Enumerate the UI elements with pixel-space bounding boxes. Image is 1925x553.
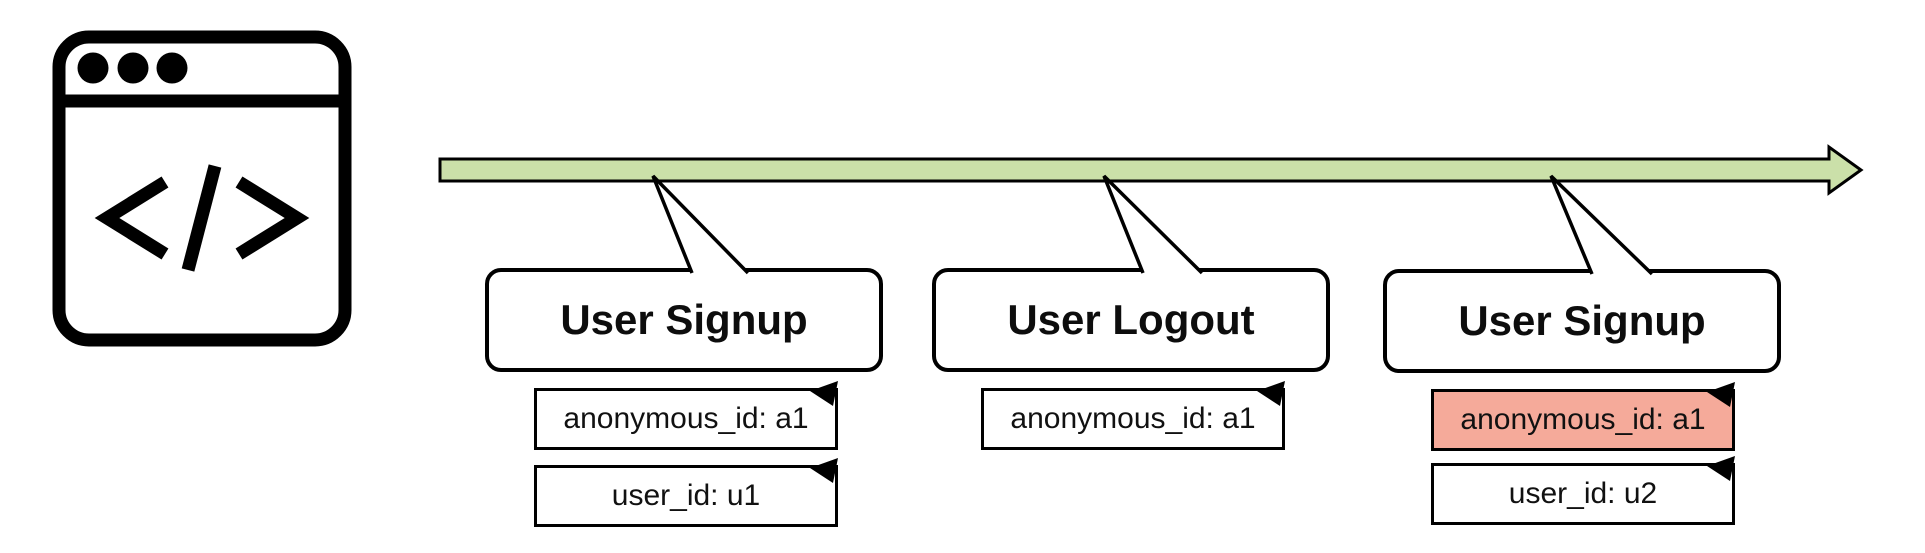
browser-window-icon: [52, 30, 352, 347]
callout-tail-2: [1102, 174, 1204, 275]
tag-anonymous-id-3-highlighted: anonymous_id: a1: [1431, 382, 1735, 451]
folded-corner-icon: [810, 381, 838, 406]
tag-anonymous-id-1: anonymous_id: a1: [534, 381, 838, 450]
tag-anonymous-id-2: anonymous_id: a1: [981, 381, 1285, 450]
event-title: User Logout: [1007, 296, 1255, 343]
callout-tail-1: [651, 174, 750, 275]
window-dots-icon: [77, 52, 188, 84]
event-callout-signup-1: User Signup: [485, 268, 883, 372]
event-callout-logout: User Logout: [932, 268, 1330, 372]
tag-user-id-1: user_id: u1: [534, 458, 838, 527]
event-title: User Signup: [1458, 297, 1706, 344]
event-callout-signup-2: User Signup: [1383, 269, 1781, 373]
folded-corner-icon: [810, 458, 838, 483]
event-title: User Signup: [560, 296, 808, 343]
callout-tail-3: [1549, 174, 1654, 276]
code-icon: [94, 164, 310, 272]
folded-corner-icon: [1707, 456, 1735, 481]
folded-corner-icon: [1257, 381, 1285, 406]
tag-user-id-2: user_id: u2: [1431, 456, 1735, 525]
folded-corner-icon: [1707, 382, 1735, 407]
